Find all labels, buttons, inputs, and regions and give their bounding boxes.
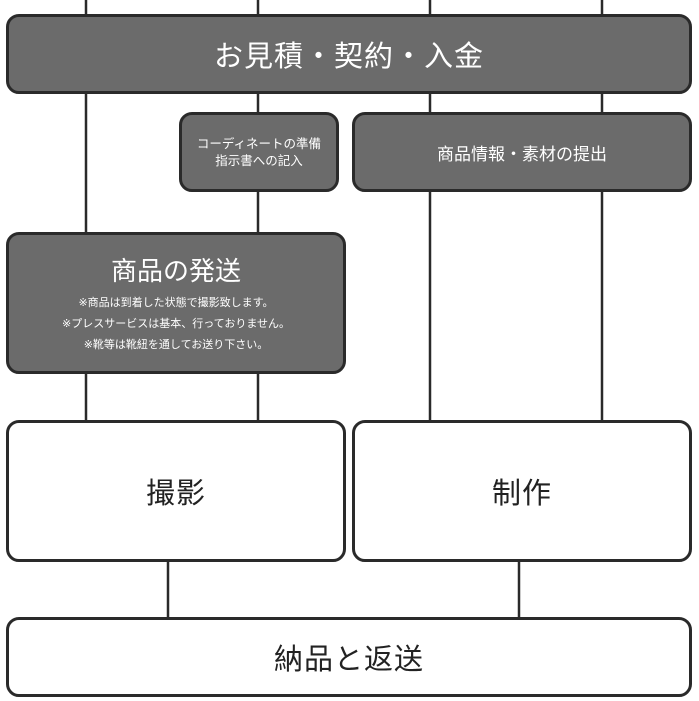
shipping-note: ※プレスサービスは基本、行っておりません。	[61, 317, 290, 330]
delivery-label: 納品と返送	[273, 642, 424, 676]
shipping-title: 商品の発送	[110, 257, 241, 287]
estimate-contract-payment-box: お見積・契約・入金	[6, 14, 692, 94]
shipping-note: ※靴等は靴紐を通してお送り下さい。	[83, 338, 269, 351]
materials-label: 商品情報・素材の提出	[437, 144, 607, 165]
shipping-note: ※商品は到着した状態で撮影致します。	[78, 296, 274, 309]
production-label: 制作	[491, 476, 552, 510]
delivery-return-box: 納品と返送	[6, 617, 692, 697]
estimate-label: お見積・契約・入金	[213, 39, 484, 73]
shooting-label: 撮影	[145, 476, 206, 510]
shooting-box: 撮影	[6, 420, 346, 562]
product-shipping-box: 商品の発送 ※商品は到着した状態で撮影致します。 ※プレスサービスは基本、行って…	[6, 232, 346, 374]
product-info-submission-box: 商品情報・素材の提出	[352, 112, 692, 192]
coordinate-line2: 指示書への記入	[215, 153, 303, 168]
coordinate-line1: コーディネートの準備	[196, 136, 322, 151]
production-box: 制作	[352, 420, 692, 562]
coordinate-preparation-box: コーディネートの準備 指示書への記入	[179, 112, 339, 192]
